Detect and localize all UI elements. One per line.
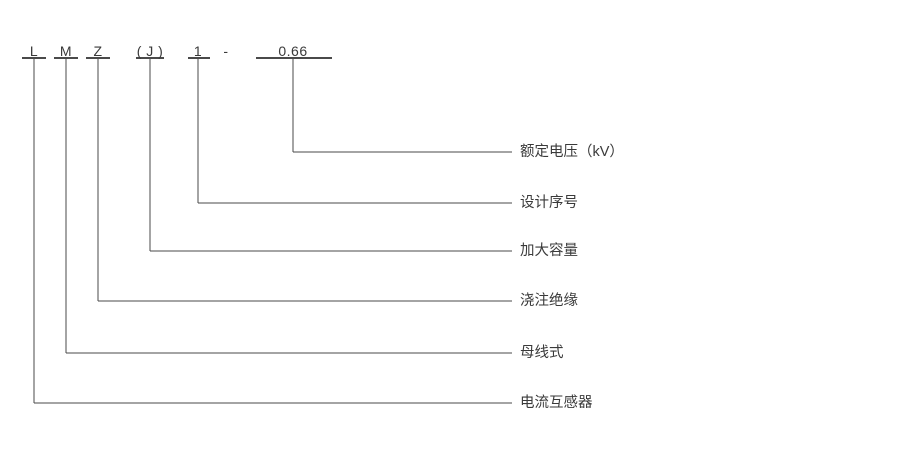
token-066: 0.66 [278,43,308,59]
token-l: L [29,43,39,59]
token-j: ( J ) [136,43,164,59]
token-m: M [59,43,73,59]
callout-current-transformer: 电流互感器 [520,395,593,411]
callout-cast-insulation: 浇注绝缘 [520,293,578,309]
token-z: Z [93,43,103,59]
callout-enlarged-capacity: 加大容量 [520,243,578,259]
callout-busbar-type: 母线式 [520,345,564,361]
callout-design-serial: 设计序号 [520,195,578,211]
token-dash: - [223,43,229,59]
callout-rated-voltage: 额定电压（kV） [520,144,624,160]
token-one: 1 [193,43,203,59]
